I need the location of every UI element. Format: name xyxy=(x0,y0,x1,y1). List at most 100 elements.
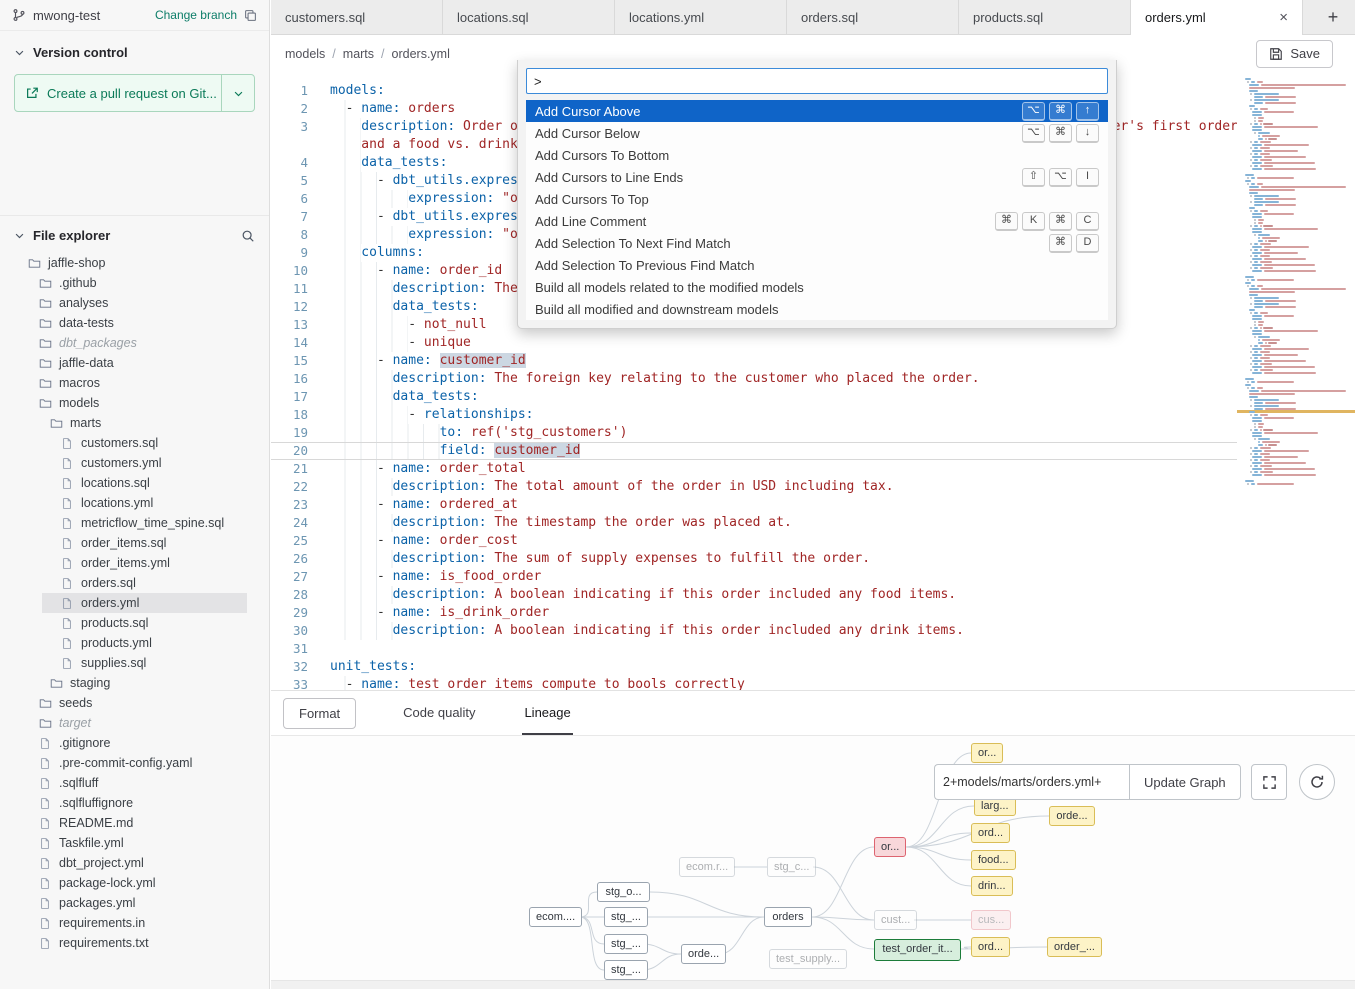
tree-item-customers.sql[interactable]: customers.sql xyxy=(14,433,255,453)
search-icon[interactable] xyxy=(241,229,255,243)
pr-options-button[interactable] xyxy=(221,75,254,111)
tree-item-jaffle-data[interactable]: jaffle-data xyxy=(14,353,255,373)
tab-code-quality[interactable]: Code quality xyxy=(401,691,477,735)
tree-item-seeds[interactable]: seeds xyxy=(14,693,255,713)
refresh-button[interactable] xyxy=(1299,764,1335,800)
code-line[interactable]: 31 xyxy=(271,640,1355,658)
code-line[interactable]: 26description: The sum of supply expense… xyxy=(271,550,1355,568)
code-line[interactable]: 25- name: order_cost xyxy=(271,532,1355,550)
tree-item-analyses[interactable]: analyses xyxy=(14,293,255,313)
lineage-node-test_supply...[interactable]: test_supply... xyxy=(769,949,847,969)
code-line[interactable]: 29- name: is_drink_order xyxy=(271,604,1355,622)
code-line[interactable]: 18- relationships: xyxy=(271,406,1355,424)
code-line[interactable]: 19to: ref('stg_customers') xyxy=(271,424,1355,442)
lineage-node-orde...[interactable]: orde... xyxy=(1049,806,1095,826)
palette-item[interactable]: Add Cursors to Line Ends⇧⌥I xyxy=(526,166,1108,188)
lineage-node-stg_...[interactable]: stg_... xyxy=(604,907,648,927)
tree-item-order_items.sql[interactable]: order_items.sql xyxy=(14,533,255,553)
code-line[interactable]: 17data_tests: xyxy=(271,388,1355,406)
code-line[interactable]: 20field: customer_id xyxy=(271,442,1355,460)
tab-lineage[interactable]: Lineage xyxy=(522,691,572,735)
tree-item-metricflow_time_spine.sql[interactable]: metricflow_time_spine.sql xyxy=(14,513,255,533)
tab-orders.yml[interactable]: orders.yml× xyxy=(1131,0,1303,34)
lineage-canvas[interactable]: Update Graph or...larg...orde...ord...or… xyxy=(271,736,1355,980)
lineage-node-cust...[interactable]: cust... xyxy=(874,910,917,930)
tree-item-locations.sql[interactable]: locations.sql xyxy=(14,473,255,493)
lineage-node-order_...[interactable]: order_... xyxy=(1047,937,1102,957)
tree-item-README.md[interactable]: README.md xyxy=(14,813,255,833)
new-tab-button[interactable]: + xyxy=(1311,0,1355,34)
lineage-search-input[interactable] xyxy=(934,764,1129,800)
fullscreen-button[interactable] xyxy=(1251,764,1287,800)
lineage-node-ord...[interactable]: ord... xyxy=(971,823,1010,843)
code-line[interactable]: 32unit_tests: xyxy=(271,658,1355,676)
lineage-node-orders[interactable]: orders xyxy=(764,907,812,927)
code-line[interactable]: 22description: The total amount of the o… xyxy=(271,478,1355,496)
tree-item-requirements.txt[interactable]: requirements.txt xyxy=(14,933,255,953)
breadcrumb-item[interactable]: marts xyxy=(343,47,374,61)
lineage-node-or...[interactable]: or... xyxy=(971,743,1003,763)
tree-item-supplies.sql[interactable]: supplies.sql xyxy=(14,653,255,673)
palette-item[interactable]: Add Selection To Next Find Match⌘D xyxy=(526,232,1108,254)
palette-item[interactable]: Add Cursor Below⌥⌘↓ xyxy=(526,122,1108,144)
tree-item-dbt_packages[interactable]: dbt_packages xyxy=(14,333,255,353)
lineage-node-stg_...[interactable]: stg_... xyxy=(604,960,648,980)
tab-locations.sql[interactable]: locations.sql xyxy=(443,0,615,34)
copy-icon[interactable] xyxy=(244,9,257,22)
code-line[interactable]: 33- name: test_order_items_compute_to_bo… xyxy=(271,676,1355,690)
tree-item-macros[interactable]: macros xyxy=(14,373,255,393)
tree-item-.sqlfluff[interactable]: .sqlfluff xyxy=(14,773,255,793)
palette-item[interactable]: Add Cursors To Top xyxy=(526,188,1108,210)
tree-item-models[interactable]: models xyxy=(14,393,255,413)
lineage-node-ord...[interactable]: ord... xyxy=(971,937,1010,957)
tab-products.sql[interactable]: products.sql xyxy=(959,0,1131,34)
breadcrumb-item[interactable]: orders.yml xyxy=(392,47,450,61)
code-line[interactable]: 21- name: order_total xyxy=(271,460,1355,478)
tree-item-staging[interactable]: staging xyxy=(14,673,255,693)
code-line[interactable]: 16description: The foreign key relating … xyxy=(271,370,1355,388)
palette-item[interactable]: Add Cursors To Bottom xyxy=(526,144,1108,166)
tab-locations.yml[interactable]: locations.yml xyxy=(615,0,787,34)
tree-item-orders.sql[interactable]: orders.sql xyxy=(14,573,255,593)
lineage-node-stg_c...[interactable]: stg_c... xyxy=(767,857,816,877)
command-input[interactable] xyxy=(526,68,1108,94)
lineage-node-orde...[interactable]: orde... xyxy=(681,944,726,964)
tree-item-.github[interactable]: .github xyxy=(14,273,255,293)
change-branch-link[interactable]: Change branch xyxy=(155,8,237,22)
create-pr-button[interactable]: Create a pull request on Git... xyxy=(14,74,255,112)
code-line[interactable]: 27- name: is_food_order xyxy=(271,568,1355,586)
code-line[interactable]: 14- unique xyxy=(271,334,1355,352)
lineage-node-ecom.r...[interactable]: ecom.r... xyxy=(679,857,735,877)
tree-item-locations.yml[interactable]: locations.yml xyxy=(14,493,255,513)
tree-item-requirements.in[interactable]: requirements.in xyxy=(14,913,255,933)
lineage-node-stg_...[interactable]: stg_... xyxy=(604,934,648,954)
code-line[interactable]: 24description: The timestamp the order w… xyxy=(271,514,1355,532)
format-button[interactable]: Format xyxy=(283,698,356,729)
tree-item-target[interactable]: target xyxy=(14,713,255,733)
tree-item-customers.yml[interactable]: customers.yml xyxy=(14,453,255,473)
tree-item-products.yml[interactable]: products.yml xyxy=(14,633,255,653)
palette-item[interactable]: Add Selection To Previous Find Match xyxy=(526,254,1108,276)
tree-item-Taskfile.yml[interactable]: Taskfile.yml xyxy=(14,833,255,853)
horizontal-scrollbar[interactable] xyxy=(271,980,1355,989)
code-line[interactable]: 30description: A boolean indicating if t… xyxy=(271,622,1355,640)
chevron-down-icon[interactable] xyxy=(14,47,25,58)
palette-item[interactable]: Build all models related to the modified… xyxy=(526,276,1108,298)
lineage-node-drin...[interactable]: drin... xyxy=(971,876,1013,896)
tree-item-dbt_project.yml[interactable]: dbt_project.yml xyxy=(14,853,255,873)
lineage-node-cus...[interactable]: cus... xyxy=(971,910,1011,930)
tree-item-.gitignore[interactable]: .gitignore xyxy=(14,733,255,753)
chevron-down-icon[interactable] xyxy=(14,230,25,241)
minimap[interactable] xyxy=(1237,72,1355,690)
palette-item[interactable]: Add Line Comment⌘K⌘C xyxy=(526,210,1108,232)
tree-item-orders.yml[interactable]: orders.yml xyxy=(42,593,247,613)
lineage-node-food...[interactable]: food... xyxy=(971,850,1016,870)
palette-item[interactable]: Build all modified and downstream models xyxy=(526,298,1108,320)
breadcrumb-item[interactable]: models xyxy=(285,47,325,61)
tab-customers.sql[interactable]: customers.sql xyxy=(271,0,443,34)
code-line[interactable]: 28description: A boolean indicating if t… xyxy=(271,586,1355,604)
tree-item-data-tests[interactable]: data-tests xyxy=(14,313,255,333)
tree-item-marts[interactable]: marts xyxy=(14,413,255,433)
update-graph-button[interactable]: Update Graph xyxy=(1129,764,1241,800)
tree-item-packages.yml[interactable]: packages.yml xyxy=(14,893,255,913)
